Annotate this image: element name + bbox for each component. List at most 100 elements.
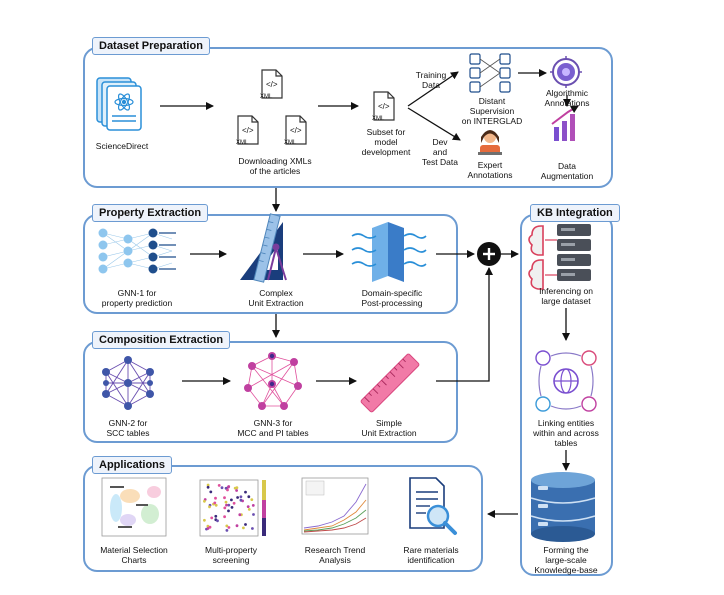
domain-line-1: Domain-specific xyxy=(361,288,423,298)
scatter-point xyxy=(225,529,229,532)
distant-line-1: Distant xyxy=(478,96,506,106)
merge-plus-icon xyxy=(477,242,501,266)
kb-arrows xyxy=(487,308,570,518)
scatter-point xyxy=(206,527,210,530)
scatter-point xyxy=(233,486,237,490)
scatter-point xyxy=(203,518,206,522)
scatter-point xyxy=(244,523,247,526)
dev-test-data-label: Dev and Test Data xyxy=(418,137,462,167)
scatter-point xyxy=(220,486,224,490)
research-trend-thumbnail xyxy=(301,477,369,535)
inferencing-icon xyxy=(528,224,591,290)
download-line-2: of the articles xyxy=(249,166,301,176)
scatter-points xyxy=(203,483,255,532)
sciencedirect-label: ScienceDirect xyxy=(92,141,152,151)
subset-label: Subset for model development xyxy=(356,127,416,157)
scatter-point xyxy=(247,495,251,499)
scatter-point xyxy=(230,506,234,509)
scatter-point xyxy=(251,504,255,507)
gnn1-line-1: GNN-1 for xyxy=(117,288,157,298)
link-line-1: Linking entities xyxy=(537,418,595,428)
knowledge-base-icon xyxy=(530,472,596,542)
dev-line-2: and xyxy=(432,147,448,157)
scatter-point xyxy=(225,524,229,528)
scatter-point xyxy=(217,484,221,487)
scatter-point xyxy=(227,503,231,507)
complex-unit-label: Complex Unit Extraction xyxy=(236,288,316,308)
trend-line-1: Research Trend xyxy=(304,545,366,555)
kb-integration-title: KB Integration xyxy=(530,204,620,222)
rare-materials-label: Rare materials identification xyxy=(394,545,468,565)
applications-title: Applications xyxy=(92,456,173,474)
svg-text:</>: </> xyxy=(266,80,278,89)
scatter-point xyxy=(242,526,245,530)
subset-xml-icon: XML </> xyxy=(372,91,395,122)
scatter-point xyxy=(208,525,212,529)
dev-line-1: Dev xyxy=(432,137,448,147)
rare-line-2: identification xyxy=(407,555,455,565)
merge-arrows xyxy=(436,250,519,382)
data-augmentation-icon xyxy=(551,105,579,141)
scatter-point xyxy=(209,490,213,494)
distant-line-3: on INTERGLAD xyxy=(461,116,523,126)
scatter-point xyxy=(203,499,206,503)
forming-kb-label: Forming the large-scale Knowledge-base xyxy=(528,545,604,575)
gnn3-line-1: GNN-3 for xyxy=(253,418,293,428)
algo-line-1: Algorithmic xyxy=(545,88,589,98)
property-extraction-title: Property Extraction xyxy=(92,204,209,222)
distant-supervision-label: Distant Supervision on INTERGLAD xyxy=(457,96,527,126)
property-arrows xyxy=(190,188,475,338)
scatter-point xyxy=(238,513,242,517)
material-selection-label: Material Selection Charts xyxy=(94,545,174,565)
scatter-point xyxy=(210,516,214,520)
scatter-point xyxy=(239,495,243,499)
complex-line-2: Unit Extraction xyxy=(248,298,304,308)
research-trend-label: Research Trend Analysis xyxy=(298,545,372,565)
expert-line-1: Expert xyxy=(477,160,503,170)
scatter-point xyxy=(227,485,230,489)
rare-materials-icon xyxy=(409,477,457,535)
scatter-point xyxy=(213,501,217,505)
inferencing-label: Inferencing on large dataset xyxy=(530,286,602,306)
link-line-3: tables xyxy=(554,438,578,448)
domain-post-label: Domain-specific Post-processing xyxy=(352,288,432,308)
post-processing-icon xyxy=(351,222,427,282)
gnn2-graph-icon xyxy=(102,356,154,410)
scatter-point xyxy=(239,498,243,502)
subset-line-3: development xyxy=(361,147,411,157)
scatter-point xyxy=(247,508,251,511)
expert-annotations-label: Expert Annotations xyxy=(460,160,520,180)
training-data-label: Training Data xyxy=(406,70,456,90)
gnn2-label: GNN-2 for SCC tables xyxy=(93,418,163,438)
gnn1-line-2: property prediction xyxy=(101,298,173,308)
download-line-1: Downloading XMLs xyxy=(238,156,312,166)
rare-line-1: Rare materials xyxy=(403,545,459,555)
form-line-1: Forming the xyxy=(543,545,589,555)
svg-text:</>: </> xyxy=(242,126,254,135)
training-line-2: Data xyxy=(422,80,440,90)
form-line-3: Knowledge-base xyxy=(534,565,598,575)
scatter-point xyxy=(206,524,210,528)
scatter-point xyxy=(246,505,250,508)
scatter-point xyxy=(226,488,229,492)
multi-property-scatter-thumbnail xyxy=(199,479,266,537)
scatter-point xyxy=(236,496,240,499)
scatter-point xyxy=(224,500,228,504)
material-line-2: Charts xyxy=(121,555,147,565)
gnn3-line-2: MCC and PI tables xyxy=(237,428,309,438)
gnn1-label: GNN-1 for property prediction xyxy=(92,288,182,308)
domain-line-2: Post-processing xyxy=(361,298,423,308)
scatter-point xyxy=(216,519,219,523)
form-line-2: large-scale xyxy=(545,555,587,565)
dataset-arrows xyxy=(160,69,571,141)
dataset-preparation-box xyxy=(83,47,613,188)
multi-line-2: screening xyxy=(212,555,250,565)
svg-text:</>: </> xyxy=(290,126,302,135)
complex-unit-extraction-icon xyxy=(240,213,287,283)
linking-entities-icon xyxy=(535,350,597,412)
scatter-point xyxy=(214,496,217,500)
scatter-point xyxy=(206,485,210,489)
simple-line-2: Unit Extraction xyxy=(361,428,417,438)
simple-line-1: Simple xyxy=(376,418,402,428)
